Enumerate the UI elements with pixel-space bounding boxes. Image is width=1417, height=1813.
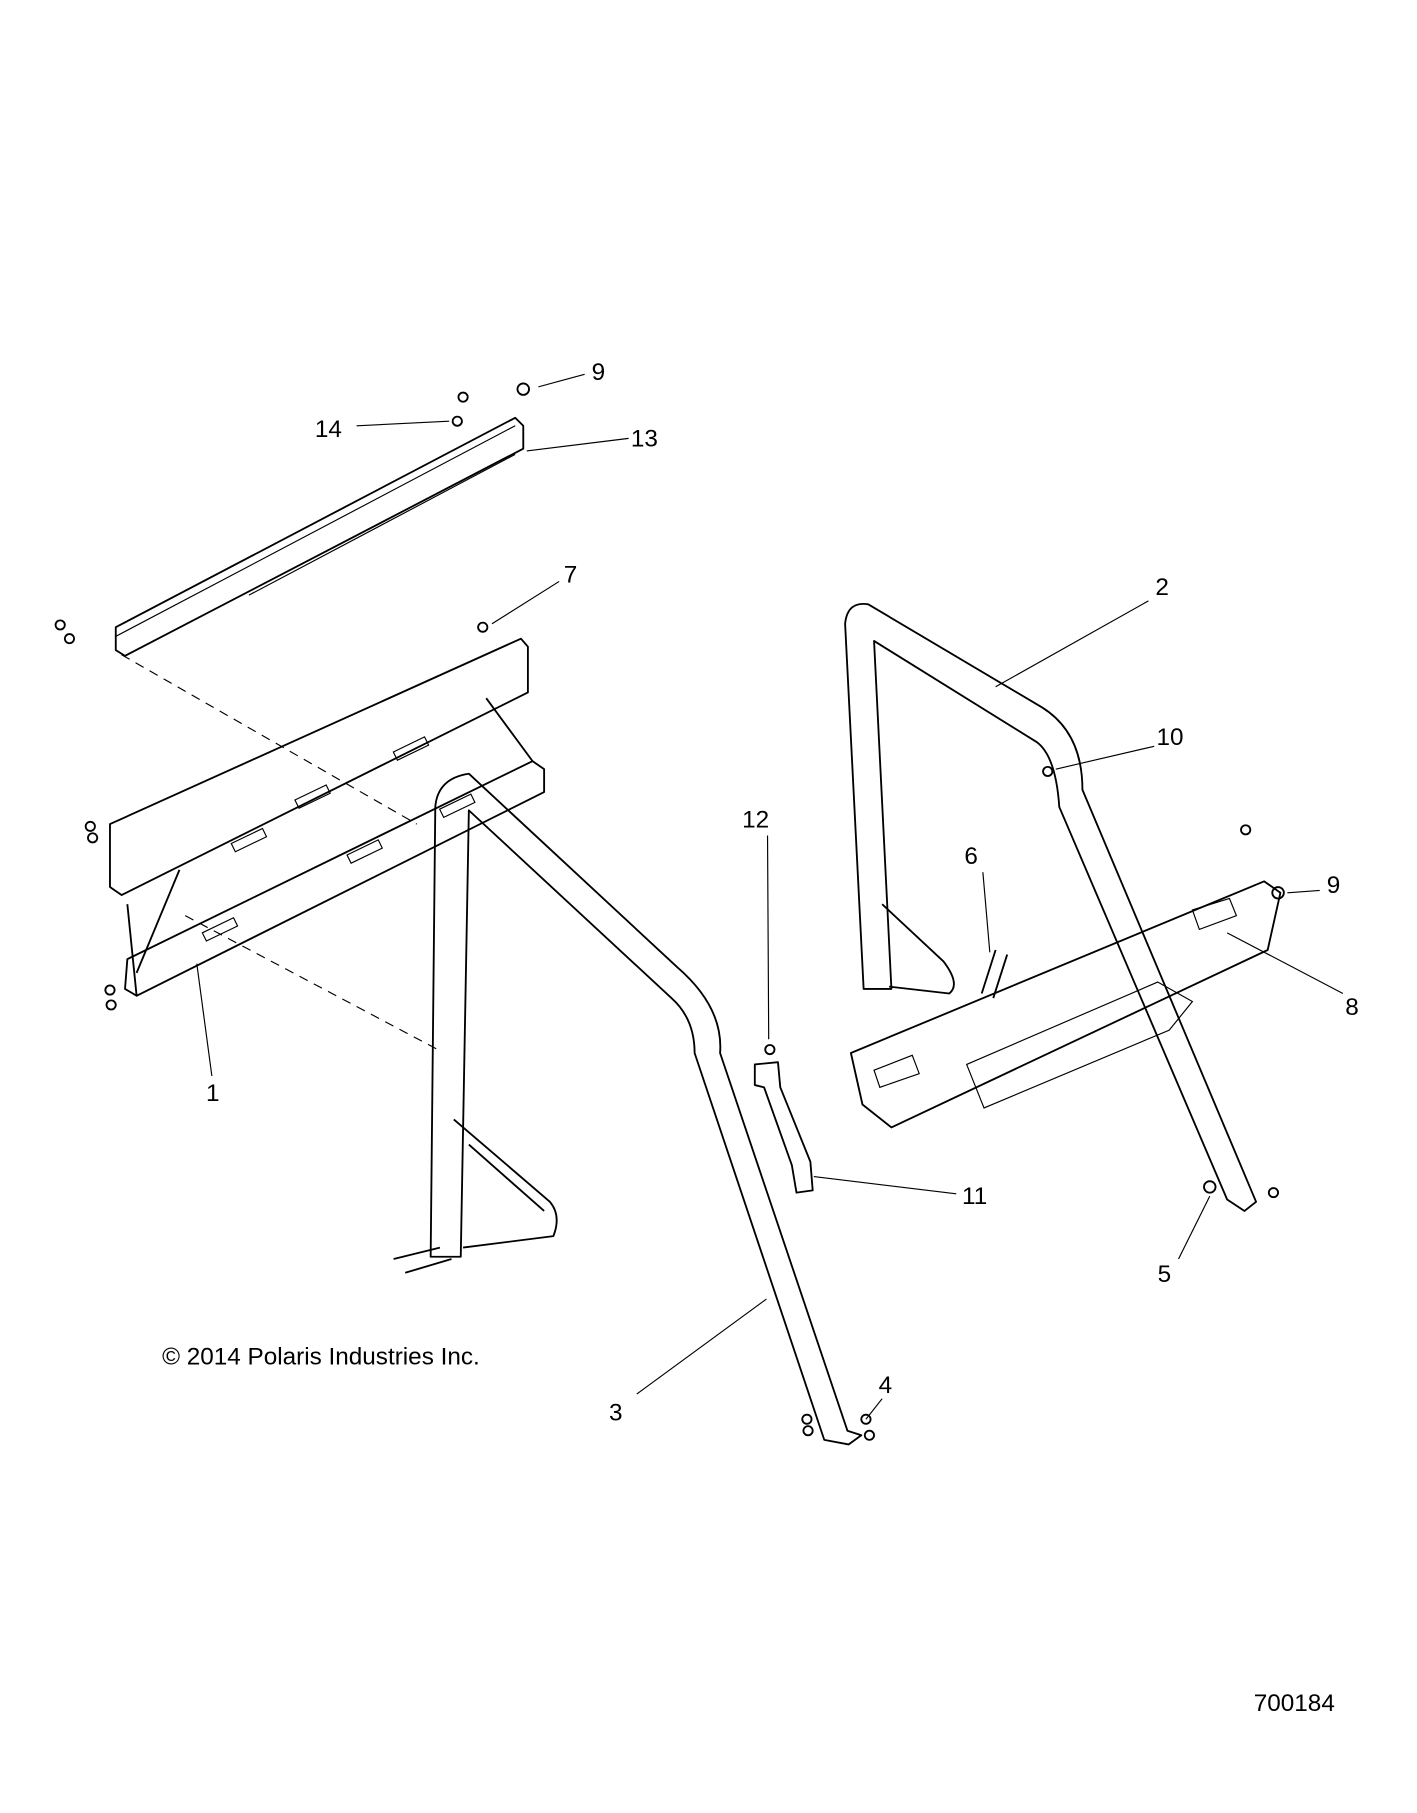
copyright-notice: © 2014 Polaris Industries Inc. <box>162 1343 480 1370</box>
callout-3: 3 <box>609 1400 623 1427</box>
callout-13: 13 <box>631 426 658 453</box>
callout-7: 7 <box>564 562 578 589</box>
callout-10: 10 <box>1157 724 1184 751</box>
part-8-panel <box>849 880 1282 1129</box>
alignment-line <box>184 915 441 1052</box>
callout-1: 1 <box>206 1080 220 1107</box>
fasteners <box>54 382 1285 1441</box>
callout-9-top: 9 <box>592 359 606 386</box>
figure-number: 700184 <box>1254 1690 1335 1717</box>
callout-12: 12 <box>742 807 769 834</box>
callout-11: 11 <box>962 1183 987 1210</box>
part-1-frame <box>109 637 546 997</box>
callout-2: 2 <box>1155 574 1169 601</box>
callout-4: 4 <box>879 1372 893 1399</box>
part-2-roll-bar <box>844 602 1258 1212</box>
alignment-line <box>121 654 418 825</box>
callout-5: 5 <box>1158 1261 1172 1288</box>
callout-6: 6 <box>964 843 978 870</box>
callout-14: 14 <box>315 416 342 443</box>
part-13-rail <box>114 416 525 657</box>
leader-lines <box>196 373 1344 1420</box>
callout-8: 8 <box>1345 994 1359 1021</box>
part-3-roll-bar <box>429 772 863 1446</box>
part-11-strap <box>753 1061 814 1194</box>
callout-9-right: 9 <box>1327 872 1341 899</box>
